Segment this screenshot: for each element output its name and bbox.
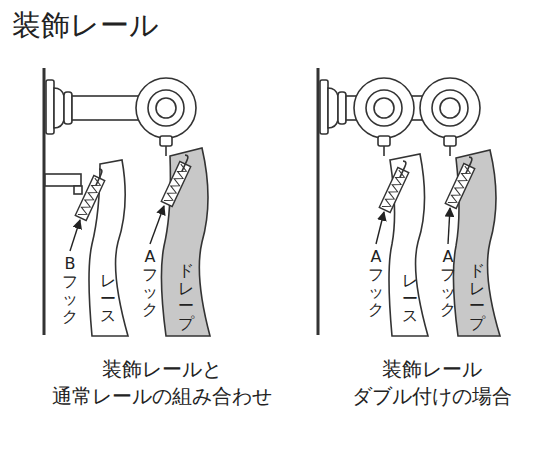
pleat-hook [445,156,478,209]
rod-ring [420,78,480,138]
rod-ring [354,78,414,138]
right-panel-illustration [318,68,500,336]
hook-wire [462,157,473,174]
pleat-zigzag [382,170,406,210]
hook-wire [92,169,103,186]
leader-arrow [150,206,164,244]
pleat-hooks [75,154,478,221]
title: 装飾レール [12,6,159,46]
part-label: ドレープ [469,262,485,332]
rod-ring-inner [432,90,468,126]
pleat-zigzag [448,166,472,206]
part-label: レース [402,272,418,325]
part-label: レース [100,272,116,325]
pleat-tape [161,162,190,207]
bracket-collar [338,92,346,124]
wall-line [317,68,320,335]
bracket-base [320,80,328,134]
rod-ring-inner [148,90,184,126]
part-label: Aフック [368,248,384,318]
pleat-hook [161,154,194,207]
pleat-tape [75,176,104,221]
rod-ring-core [156,98,176,118]
pleat-zigzag [78,178,102,218]
part-label: Bフック [62,255,78,325]
ring-runner [444,136,456,146]
leader-arrow [70,220,80,251]
hook-wire [178,155,189,172]
rod-ring-core [440,98,460,118]
pleat-zigzag [164,164,188,204]
bracket-collar [64,92,72,124]
bracket-knob [328,88,338,128]
panel-caption: 装飾レールと 通常レールの組み合わせ [37,356,287,410]
rod-ring-inner [366,90,402,126]
rod-ring [136,78,196,138]
ring-runner [378,136,390,146]
bracket-knob [54,88,64,128]
normal-rail-runner [74,186,82,194]
drape-curtain [161,148,210,336]
panel-caption: 装飾レール ダブル付けの場合 [312,356,552,410]
pleat-tape [445,164,474,209]
leader-arrow [448,208,450,244]
part-label: Aフック [440,248,456,318]
pleat-hook [75,168,108,221]
decorative-rod [72,96,142,120]
part-label: ドレープ [178,262,194,332]
left-panel-illustration [44,68,210,336]
rod-ring-core [374,98,394,118]
ring-hook-wire [165,146,167,156]
leader-arrow [376,212,384,244]
normal-rail [45,174,81,186]
part-label: Aフック [142,248,158,318]
pleat-tape [379,168,408,213]
bracket-base [46,80,54,134]
wall-line [43,68,46,335]
hook-wire [396,161,407,178]
ring-runner [160,136,172,146]
pleat-hook [379,160,412,213]
